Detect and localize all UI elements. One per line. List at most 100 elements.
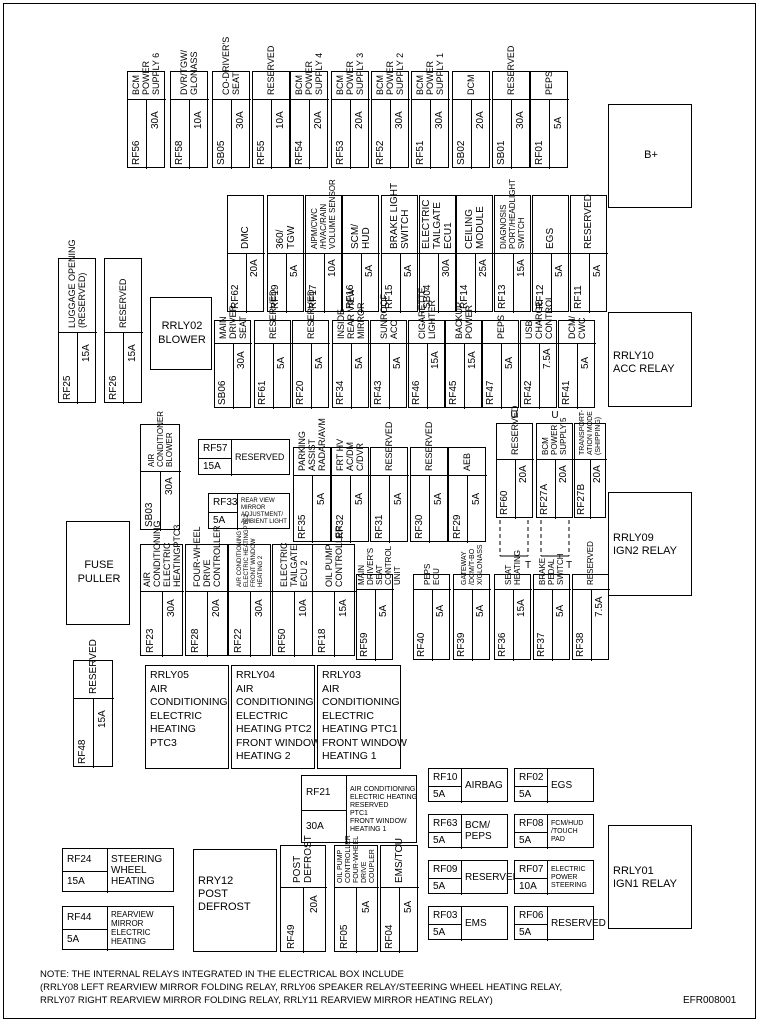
fuse-description: RESERVED [384, 421, 394, 471]
fuse-description: RESERVED [268, 289, 278, 339]
fuse-id: RF01 [534, 140, 545, 165]
fuse-divider [547, 861, 548, 895]
fuse-description: ELECTRIC [421, 199, 432, 249]
fuse-rating: 20A [558, 465, 569, 483]
fuse-divider [400, 253, 401, 313]
fuse-description: SEAT [238, 316, 248, 339]
fuse-id: RF03 [433, 910, 458, 921]
fuse-description: X/GLONASS [477, 544, 484, 585]
fuse-description: OIL PUMP [337, 849, 344, 883]
fuse-description: DCM [466, 74, 476, 96]
fuse-id: RF10 [433, 772, 458, 783]
fuse-id: RF48 [77, 739, 88, 764]
fuse-description: DMC [240, 226, 251, 249]
fuse-description: SWITCH [556, 553, 565, 585]
fuse-divider [513, 589, 514, 661]
fuse-description: MIRROR [241, 505, 266, 511]
fuse-description: CONTROLLER [334, 525, 344, 587]
fuse-description: HEATING [111, 876, 155, 887]
fuse-rating: 15A [67, 876, 85, 887]
fuse-id: RF57 [203, 443, 228, 454]
fuse-rating: 5A [364, 264, 375, 277]
fuse-divider [429, 475, 430, 543]
fuse-description: STEERING [111, 854, 163, 865]
fuse-divider [294, 591, 295, 657]
fuse-description: MIRROR [111, 919, 144, 928]
fuse-description: HUD [361, 227, 372, 249]
relay-label: PTC3 [150, 736, 177, 749]
fuse-divider [515, 832, 547, 833]
fuse-divider [412, 99, 450, 100]
fuse-description: BCM/ [465, 820, 490, 831]
fuse-divider [141, 471, 181, 472]
fuse-description: ATION MODE [587, 411, 594, 455]
fuse-description: SCM/ [350, 224, 361, 249]
fuse-rating: 5A [519, 927, 532, 938]
fuse-rating: 5A [471, 492, 482, 505]
fuse-rating: 10A [275, 111, 286, 129]
fuse-description: POWER [551, 874, 578, 881]
fuse-description: MIRROR [356, 302, 366, 340]
fuse-rating: 15A [338, 599, 349, 617]
fuse-divider [371, 475, 409, 476]
relay-label: FUSE [84, 559, 114, 571]
fuse-description: STEERING [551, 882, 587, 889]
fuse-id: RF59 [359, 632, 370, 657]
fuse-divider [350, 475, 351, 543]
fuse-divider [552, 589, 553, 661]
fuse-description: PTC1 [350, 810, 368, 817]
fuse-divider [207, 591, 208, 657]
fuse-description: EMS/TCU [394, 838, 405, 883]
fuse-description: CONTROL [544, 294, 554, 339]
fuse-description: RESERVED [266, 45, 276, 95]
fuse-description: POWER [464, 304, 474, 339]
fuse-id: RF40 [416, 632, 427, 657]
fuse-divider [472, 589, 473, 661]
fuse-rating: 5A [361, 900, 372, 913]
fuse-rating: 10A [327, 259, 338, 277]
fuse-description: VOLUME SENSOR [328, 179, 337, 249]
fuse-rating: 15A [127, 344, 138, 362]
fuse-id: RF56 [131, 140, 142, 165]
fuse-description: FOUR-WHEEL [353, 835, 360, 883]
relay-label: RRLY05 [150, 669, 189, 681]
fuse-divider [107, 907, 108, 951]
fuse-id: RF47 [485, 380, 496, 405]
fuse-description: BLOWER [165, 432, 174, 467]
fuse-divider [589, 253, 590, 313]
fuse-description: RESERVED [506, 45, 516, 95]
relay-label: HEATING 2 [236, 750, 291, 762]
fuse-divider [309, 99, 310, 169]
fuse-description: TAILGATE [432, 202, 443, 249]
fuse-rating: 20A [313, 111, 324, 129]
fuse-id: RF05 [339, 924, 350, 949]
fuse-id: RF52 [375, 140, 386, 165]
fuse-id: RF24 [67, 854, 92, 865]
fuse-description: REARVIEW [111, 910, 154, 919]
fuse-description: CONTROLLER [212, 525, 222, 587]
fuse-description: RESERVED [583, 194, 594, 249]
fuse-description: DEFROST [303, 835, 314, 883]
fuse-divider [209, 512, 237, 513]
fuse-id: RF53 [335, 140, 346, 165]
